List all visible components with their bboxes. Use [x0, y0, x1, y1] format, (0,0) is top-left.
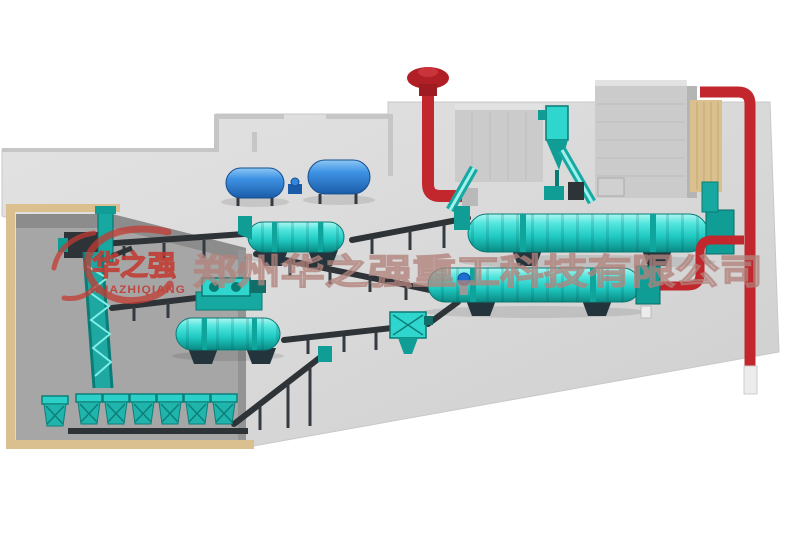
- screen-hopper: [398, 338, 418, 354]
- cyclone-separator: [538, 105, 569, 186]
- wall-edge-left: [2, 148, 216, 152]
- batching-hopper: [210, 393, 238, 425]
- tank-2: [307, 159, 371, 204]
- batching-hopper-row: [41, 393, 248, 434]
- logo-swirl-icon: [51, 225, 174, 304]
- wall-room-inner: [252, 132, 257, 152]
- small-machine-1: [544, 186, 564, 200]
- batching-hopper: [102, 393, 130, 425]
- rotary-drum-4: [175, 317, 281, 364]
- incline-conveyor-1: [558, 147, 596, 205]
- valve-unit: [457, 272, 471, 295]
- rotary-drum-3: [238, 216, 345, 266]
- pit-edge-top: [6, 204, 120, 212]
- drum-feed-machine: [454, 206, 470, 230]
- tan-silo-tower: [690, 100, 722, 192]
- pit-floor: [16, 214, 246, 444]
- mixer-machine: [195, 277, 266, 311]
- blower-cap: [407, 67, 449, 89]
- chimney-blower: [407, 67, 478, 206]
- small-machine-3: [597, 177, 625, 197]
- tank-1: [225, 167, 285, 206]
- pipe-end-box: [462, 188, 478, 206]
- incline-conveyor-2: [446, 165, 478, 213]
- pit-edge-bottom: [6, 440, 254, 449]
- watermark: 华之强 HUAZHIQIANG 郑州华之强重工科技有限公司: [51, 225, 764, 304]
- chimney-pipe: [422, 94, 468, 202]
- conveyor-belt-4: [109, 295, 199, 321]
- drum2-right-box: [635, 265, 661, 305]
- conveyor-belt-6: [231, 346, 332, 430]
- conveyors: [99, 215, 471, 430]
- drum-right-elevator: [701, 181, 719, 213]
- red-pipe-right: [700, 86, 756, 368]
- batching-hopper: [156, 393, 184, 425]
- drum3-feed-hopper: [238, 216, 252, 240]
- batching-hopper: [183, 393, 211, 425]
- hopper-base-belt: [68, 428, 248, 434]
- red-pipe-drum2: [644, 235, 744, 291]
- screen-motor: [424, 316, 433, 325]
- belt-head-machine: [318, 346, 332, 362]
- red-piping: [700, 86, 758, 395]
- control-cabinet: [640, 305, 652, 319]
- wall-room-top-1: [214, 114, 284, 119]
- rotary-drum-2: [427, 235, 744, 319]
- blower-stem: [419, 84, 437, 96]
- conveyor-belt-3: [253, 251, 433, 300]
- small-machine-2: [568, 182, 584, 200]
- conveyor-belt-2: [349, 215, 471, 254]
- pit-wall-top: [16, 214, 246, 262]
- logo-en-text: HUAZHIQIANG: [90, 284, 186, 296]
- drum-right-box: [705, 209, 735, 255]
- screen-machine: [389, 311, 433, 354]
- logo-cn-text: 华之强: [92, 249, 176, 281]
- batching-hopper: [41, 395, 69, 427]
- tank-pump: [288, 177, 302, 194]
- wall-room-left: [214, 114, 219, 152]
- wall-room-right: [388, 114, 393, 176]
- batching-hopper: [75, 393, 103, 425]
- mixer-motor: [250, 280, 266, 293]
- blower-top: [418, 67, 438, 77]
- storage-tanks: [225, 159, 371, 206]
- pipe-support: [743, 365, 758, 395]
- rotary-drum-large: [454, 181, 735, 266]
- batching-hopper: [129, 393, 157, 425]
- wall-room-top-2: [326, 114, 392, 119]
- watermark-company-text: 郑州华之强重工科技有限公司: [193, 253, 763, 292]
- conveyor-belt-5: [281, 325, 395, 354]
- buildings: [446, 80, 722, 213]
- pit-edge-left: [6, 210, 15, 448]
